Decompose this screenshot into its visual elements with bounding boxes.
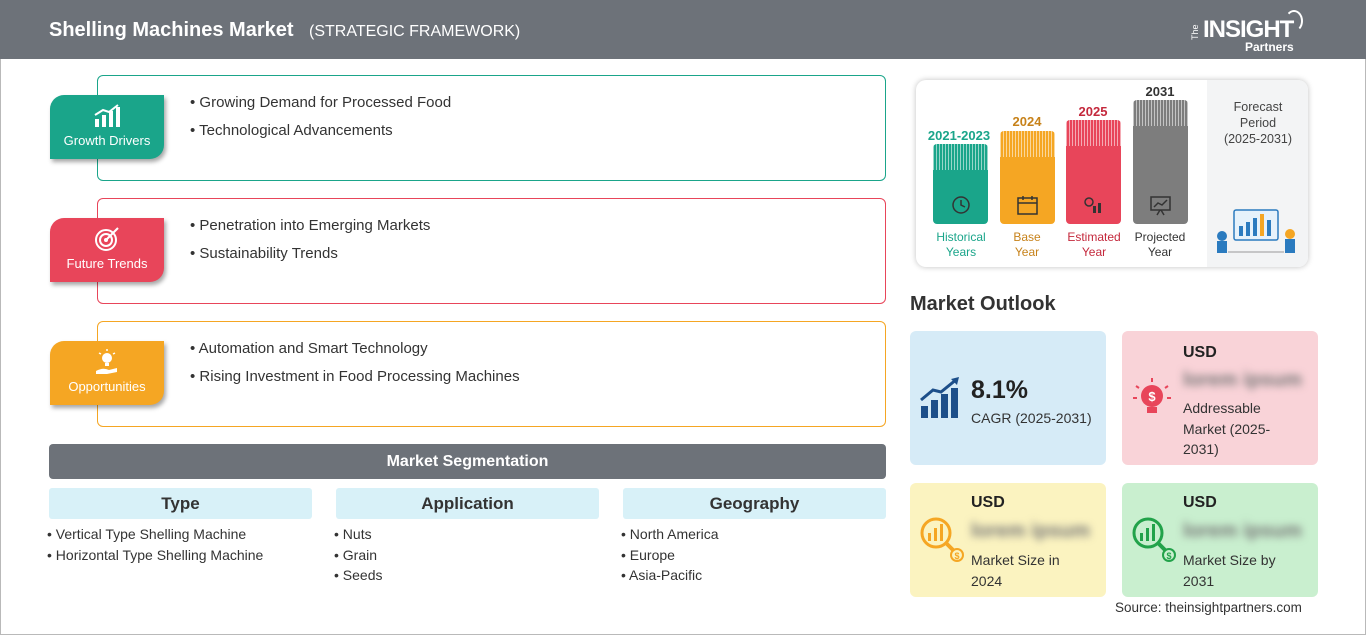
estimated-label: Estimated Year bbox=[1067, 230, 1121, 259]
segment-header-type: Type bbox=[49, 488, 312, 519]
market-outlook-title: Market Outlook bbox=[910, 293, 1056, 315]
addressable-market-card: $ USD lorem ipsum Addressable Market (20… bbox=[1122, 331, 1318, 465]
size-2024-value: lorem ipsum bbox=[971, 520, 1090, 542]
lightbulb-dollar-icon: $ bbox=[1133, 378, 1171, 413]
magnifier-growth-icon: $ bbox=[1132, 517, 1176, 562]
logo-arc-icon bbox=[1285, 10, 1303, 32]
list-item: Technological Advancements bbox=[190, 122, 451, 150]
growth-drivers-list: Growing Demand for Processed Food Techno… bbox=[190, 94, 451, 150]
cagr-card: 8.1% CAGR (2025-2031) bbox=[910, 331, 1106, 465]
logo-the-text: The bbox=[1190, 24, 1200, 40]
segmentation-title-bar: Market Segmentation bbox=[49, 444, 886, 479]
opportunities-list: Automation and Smart Technology Rising I… bbox=[190, 340, 520, 396]
market-size-2031-card: $ USD lorem ipsum Market Size by 2031 bbox=[1122, 483, 1318, 597]
base-bar bbox=[1000, 131, 1055, 224]
logo-partners-text: Partners bbox=[1245, 40, 1294, 54]
size-2024-currency: USD bbox=[971, 494, 1005, 511]
base-label: Base Year bbox=[1013, 230, 1041, 259]
addressable-value: lorem ipsum bbox=[1183, 369, 1302, 391]
source-credit: Source: theinsightpartners.com bbox=[1115, 600, 1302, 615]
growth-chart-icon bbox=[94, 104, 120, 127]
analyst-dashboard-icon bbox=[1217, 209, 1295, 253]
future-trends-list: Penetration into Emerging Markets Sustai… bbox=[190, 217, 430, 273]
timeline-card: 2021-2023 Historical Years 2024 Base Yea… bbox=[916, 80, 1308, 267]
projected-label: Projected Year bbox=[1134, 230, 1186, 259]
opportunities-badge: Opportunities bbox=[50, 341, 164, 405]
size-2031-currency: USD bbox=[1183, 494, 1217, 511]
presentation-board-icon bbox=[1150, 196, 1171, 216]
list-item: Grain bbox=[334, 547, 383, 568]
addressable-label: Addressable Market (2025- 2031) bbox=[1183, 400, 1271, 457]
svg-text:$: $ bbox=[954, 551, 959, 561]
segment-header-application: Application bbox=[336, 488, 599, 519]
estimated-year: 2025 bbox=[1078, 104, 1108, 119]
growth-bars-icon bbox=[920, 377, 959, 418]
growth-drivers-box: Growing Demand for Processed Food Techno… bbox=[97, 75, 886, 181]
future-trends-label: Future Trends bbox=[66, 256, 148, 271]
history-clock-icon bbox=[952, 196, 970, 214]
estimated-bar bbox=[1066, 120, 1121, 224]
cagr-value: 8.1% bbox=[971, 376, 1028, 404]
future-trends-badge: Future Trends bbox=[50, 218, 164, 282]
insight-partners-logo: The INSIGHT Partners bbox=[1190, 10, 1310, 54]
target-icon bbox=[95, 227, 119, 251]
cagr-label: CAGR (2025-2031) bbox=[971, 410, 1092, 426]
opportunities-box: Automation and Smart Technology Rising I… bbox=[97, 321, 886, 427]
list-item: Sustainability Trends bbox=[190, 245, 430, 273]
segment-list-geography: North America Europe Asia-Pacific bbox=[621, 526, 719, 588]
size-2031-label: Market Size by 2031 bbox=[1183, 552, 1276, 589]
svg-text:$: $ bbox=[1166, 551, 1171, 561]
list-item: Seeds bbox=[334, 567, 383, 588]
list-item: Penetration into Emerging Markets bbox=[190, 217, 430, 245]
svg-text:$: $ bbox=[1148, 389, 1156, 404]
growth-drivers-label: Growth Drivers bbox=[63, 133, 151, 148]
addressable-currency: USD bbox=[1183, 344, 1217, 361]
list-item: North America bbox=[621, 526, 719, 547]
forecast-period-range: (2025-2031) bbox=[1223, 132, 1293, 146]
lightbulb-hand-icon bbox=[96, 349, 117, 374]
future-trends-box: Penetration into Emerging Markets Sustai… bbox=[97, 198, 886, 304]
historical-label: Historical Years bbox=[936, 230, 986, 259]
list-item: Vertical Type Shelling Machine bbox=[47, 526, 263, 547]
magnifier-chart-icon: $ bbox=[920, 517, 964, 562]
list-item: Automation and Smart Technology bbox=[190, 340, 520, 368]
logo-insight-text: INSIGHT bbox=[1203, 16, 1294, 43]
market-size-2024-card: $ USD lorem ipsum Market Size in 2024 bbox=[910, 483, 1106, 597]
opportunities-label: Opportunities bbox=[68, 379, 146, 394]
list-item: Horizontal Type Shelling Machine bbox=[47, 547, 264, 568]
header-bar: Shelling Machines Market (STRATEGIC FRAM… bbox=[0, 0, 1366, 59]
page-title: Shelling Machines Market bbox=[49, 19, 294, 41]
forecast-period-label: Forecast Period bbox=[1233, 100, 1283, 130]
list-item: Asia-Pacific bbox=[621, 567, 719, 588]
growth-drivers-badge: Growth Drivers bbox=[50, 95, 164, 159]
projected-year: 2031 bbox=[1145, 84, 1175, 99]
historical-bar bbox=[933, 144, 988, 224]
calendar-icon bbox=[1017, 196, 1038, 215]
base-year: 2024 bbox=[1012, 114, 1042, 129]
list-item: Europe bbox=[621, 547, 719, 568]
segment-header-geography: Geography bbox=[623, 488, 886, 519]
list-item: Growing Demand for Processed Food bbox=[190, 94, 451, 122]
historical-year: 2021-2023 bbox=[927, 128, 991, 143]
projected-bar bbox=[1133, 100, 1188, 224]
size-2024-label: Market Size in 2024 bbox=[971, 552, 1060, 589]
segment-list-application: Nuts Grain Seeds bbox=[334, 526, 383, 588]
segment-list-type: Vertical Type Shelling Machine Horizonta… bbox=[47, 526, 264, 568]
page-subtitle: (STRATEGIC FRAMEWORK) bbox=[309, 23, 521, 40]
list-item: Rising Investment in Food Processing Mac… bbox=[190, 368, 519, 396]
gears-chart-icon bbox=[1084, 197, 1101, 213]
size-2031-value: lorem ipsum bbox=[1183, 520, 1302, 542]
list-item: Nuts bbox=[334, 526, 383, 547]
